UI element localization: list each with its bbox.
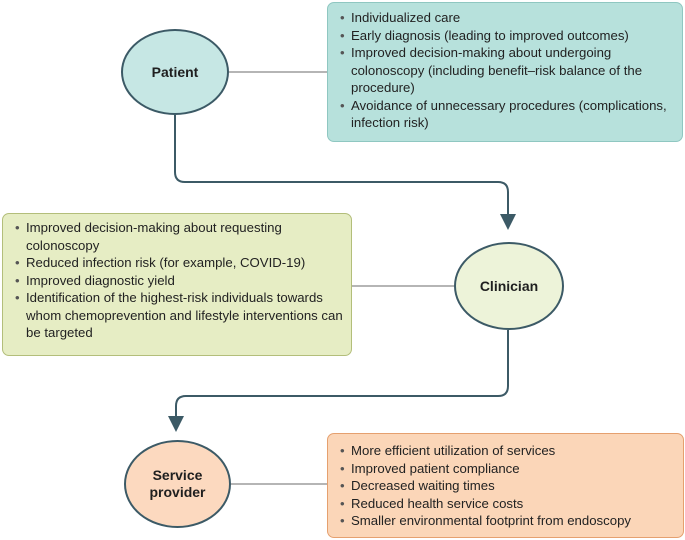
clinician-label: Clinician: [479, 277, 539, 294]
service-provider-node: Service provider: [124, 440, 231, 528]
list-item: Individualized care: [340, 9, 674, 27]
service-provider-benefits-list: More efficient utilization of services I…: [340, 442, 675, 530]
list-item: Avoidance of unnecessary procedures (com…: [340, 97, 674, 132]
service-provider-benefits-box: More efficient utilization of services I…: [327, 433, 684, 538]
list-item: Identification of the highest-risk indiv…: [15, 289, 343, 342]
list-item: Improved diagnostic yield: [15, 272, 343, 290]
patient-node: Patient: [121, 29, 229, 115]
clinician-to-service-arrow: [168, 330, 509, 432]
service-provider-label-line1: Service: [152, 467, 203, 483]
service-provider-label: Service provider: [149, 467, 205, 501]
clinician-benefits-box: Improved decision-making about requestin…: [2, 213, 352, 356]
list-item: More efficient utilization of services: [340, 442, 675, 460]
patient-label: Patient: [151, 63, 199, 80]
list-item: Reduced health service costs: [340, 495, 675, 513]
list-item: Improved patient compliance: [340, 460, 675, 478]
patient-benefits-list: Individualized care Early diagnosis (lea…: [340, 9, 674, 132]
service-provider-label-line2: provider: [149, 484, 206, 500]
clinician-node: Clinician: [454, 242, 564, 330]
list-item: Improved decision-making about undergoin…: [340, 44, 674, 97]
list-item: Early diagnosis (leading to improved out…: [340, 27, 674, 45]
clinician-benefits-list: Improved decision-making about requestin…: [15, 219, 343, 342]
patient-to-clinician-arrow: [174, 115, 516, 230]
list-item: Improved decision-making about requestin…: [15, 219, 343, 254]
list-item: Decreased waiting times: [340, 477, 675, 495]
patient-benefits-box: Individualized care Early diagnosis (lea…: [327, 2, 683, 142]
list-item: Reduced infection risk (for example, COV…: [15, 254, 343, 272]
list-item: Smaller environmental footprint from end…: [340, 512, 675, 530]
